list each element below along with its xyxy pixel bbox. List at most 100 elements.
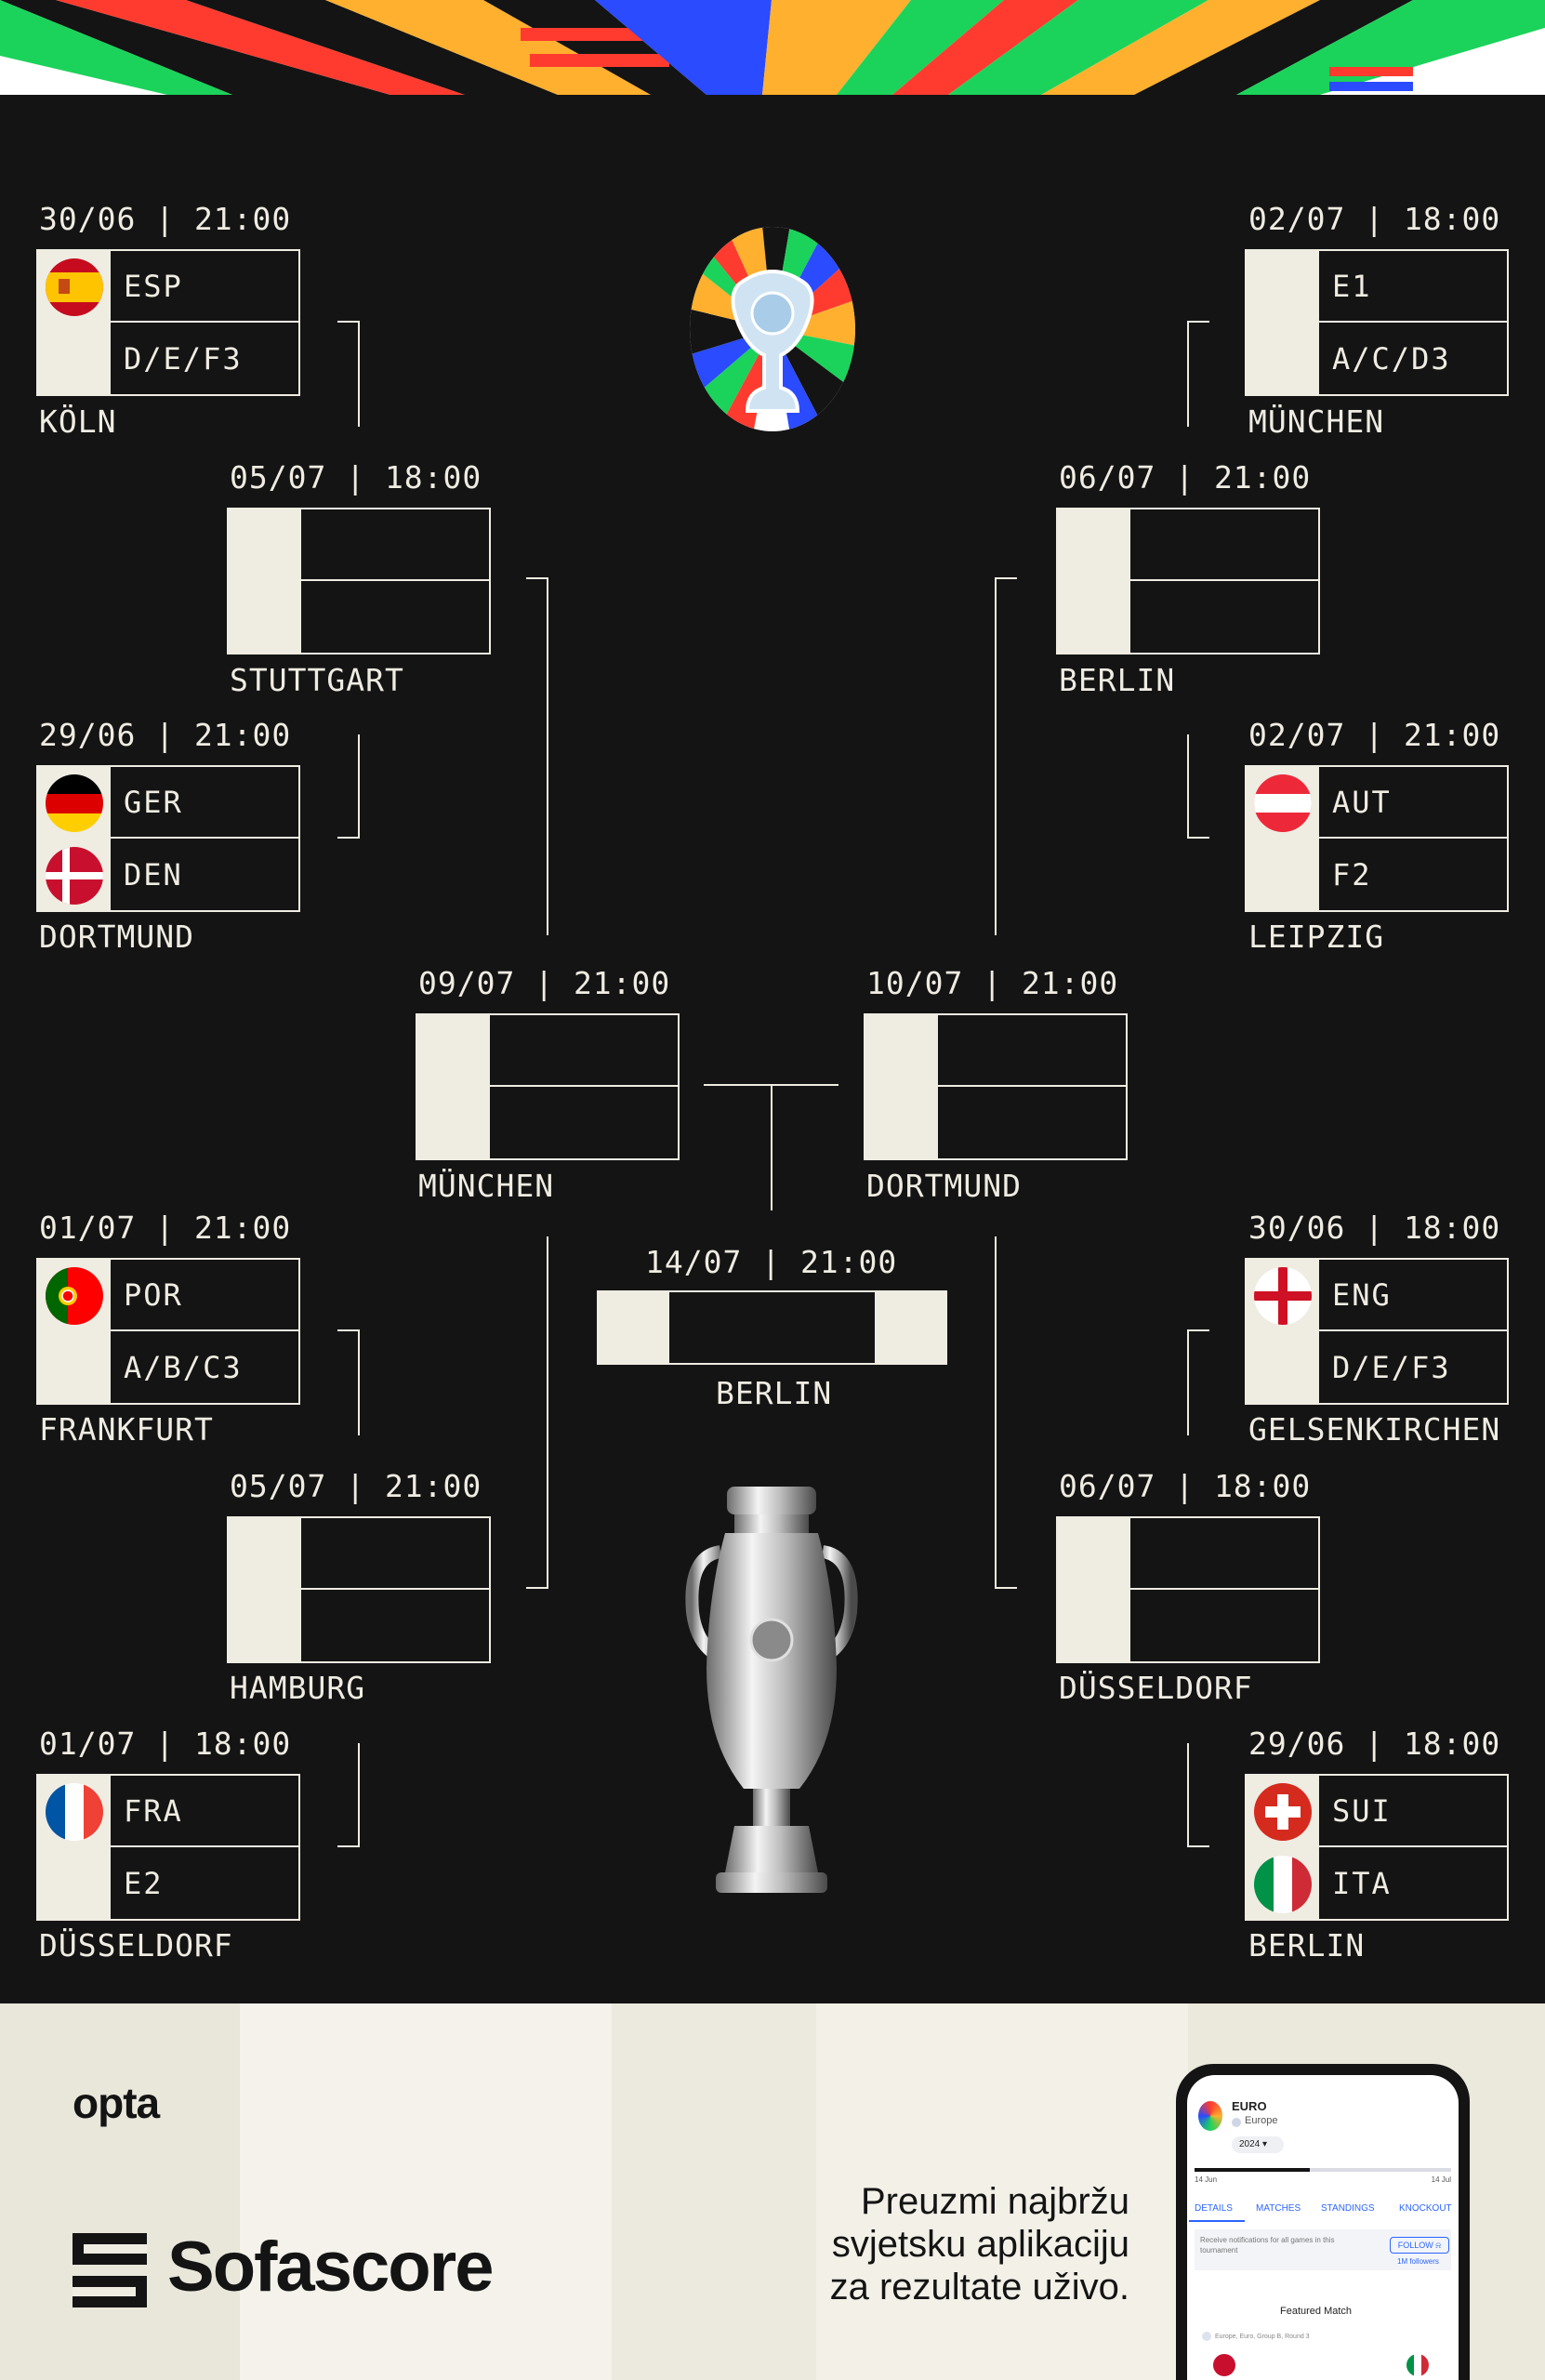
match-card[interactable] [227,508,491,654]
follow-button[interactable]: FOLLOW ⍾ [1390,2237,1449,2254]
match-datetime: 02/07 | 18:00 [1248,201,1501,237]
match-card[interactable] [416,1013,680,1160]
team-name: A/B/C3 [124,1349,243,1385]
connector-r16-8 [1187,1743,1209,1847]
match-card[interactable]: GER DEN [36,765,300,912]
match-datetime: 30/06 | 21:00 [39,201,292,237]
chevron-down-icon: ▾ [1262,2139,1268,2149]
match-card[interactable]: ENG D/E/F3 [1245,1258,1509,1405]
team-name: F2 [1332,856,1372,892]
connector-qf-2 [526,1236,548,1589]
competition-region: Europe [1245,2115,1278,2126]
tab-knockout[interactable]: KNOCKOUT [1399,2203,1452,2214]
denmark-flag-icon [46,847,103,905]
team-name: ESP [124,268,183,304]
match-venue: FRANKFURT [39,1411,214,1448]
match-datetime: 01/07 | 21:00 [39,1210,292,1246]
team-name: E1 [1332,268,1372,304]
sofascore-logo-icon [73,2233,147,2307]
match-card[interactable]: AUT F2 [1245,765,1509,912]
season-progress-track [1195,2168,1451,2172]
match-venue: DÜSSELDORF [39,1927,233,1964]
team-name: GER [124,784,183,820]
match-venue: BERLIN [1248,1927,1366,1964]
match-venue: DORTMUND [866,1168,1022,1204]
final-match-card[interactable] [597,1290,947,1365]
match-datetime: 29/06 | 18:00 [1248,1726,1501,1762]
italy-flag-icon [1254,1856,1312,1913]
notify-text: Receive notifications for all games in t… [1200,2236,1335,2254]
match-card[interactable] [1056,508,1320,654]
match-datetime: 29/06 | 21:00 [39,717,292,753]
knockout-bracket: 30/06 | 21:00 ESP D/E/F3 KÖLN 29/06 | 21… [0,95,1545,2003]
bell-icon: ⍾ [1435,2241,1442,2250]
tab-details[interactable]: DETAILS [1195,2203,1233,2214]
france-flag-icon [46,1783,103,1841]
opta-logo: opta [73,2079,160,2127]
match-datetime: 30/06 | 18:00 [1248,1210,1501,1246]
match-venue: LEIPZIG [1248,919,1385,955]
promo-line: za rezultate uživo. [829,2267,1129,2307]
match-card[interactable]: ESP D/E/F3 [36,249,300,396]
connector-qf-1 [526,577,548,935]
austria-flag-icon [1254,774,1312,832]
promo-line: svjetsku aplikaciju [831,2224,1129,2265]
tab-standings[interactable]: STANDINGS [1321,2203,1375,2214]
match-venue: MÜNCHEN [1248,403,1385,440]
team-name: POR [124,1276,183,1313]
match-card[interactable]: POR A/B/C3 [36,1258,300,1405]
match-datetime: 05/07 | 21:00 [230,1468,482,1504]
euro-2024-logo-icon [690,227,855,431]
notify-panel [1195,2229,1451,2270]
match-card[interactable]: FRA E2 [36,1774,300,1921]
henri-delaunay-trophy-icon [685,1487,858,1893]
season-start-date: 14 Jun [1195,2175,1218,2184]
match-card[interactable]: E1 A/C/D3 [1245,249,1509,396]
match-datetime: 05/07 | 18:00 [230,459,482,496]
match-venue: HAMBURG [230,1670,366,1706]
match-datetime: 01/07 | 18:00 [39,1726,292,1762]
final-venue: BERLIN [716,1375,833,1411]
match-card[interactable]: SUI ITA [1245,1774,1509,1921]
match-venue: DÜSSELDORF [1059,1670,1253,1706]
match-card[interactable] [864,1013,1128,1160]
connector-r16-3 [337,1329,360,1435]
match-venue: DORTMUND [39,919,194,955]
featured-match-meta: Europe, Euro, Group B, Round 3 [1215,2334,1310,2340]
team-name: A/C/D3 [1332,340,1451,377]
team-name: DEN [124,856,183,892]
connector-r16-2 [337,734,360,839]
season-select[interactable]: 2024 ▾ [1232,2136,1284,2153]
match-venue: GELSENKIRCHEN [1248,1411,1501,1448]
team-name: ITA [1332,1865,1392,1901]
top-decorative-stripes [0,0,1545,95]
team-flag-icon [1213,2354,1235,2376]
competition-name: EURO [1232,2099,1267,2113]
team-name: FRA [124,1792,183,1829]
phone-mockup: EURO Europe 2024 ▾ 14 Jun 14 Jul DETAILS… [1176,2064,1470,2380]
spain-flag-icon [46,258,103,316]
match-datetime: 02/07 | 21:00 [1248,717,1501,753]
portugal-flag-icon [46,1267,103,1325]
team-name: SUI [1332,1792,1392,1829]
connector-r16-5 [1187,321,1209,427]
match-card[interactable] [1056,1516,1320,1663]
team-name: D/E/F3 [1332,1349,1451,1385]
match-datetime: 09/07 | 21:00 [418,965,671,1001]
featured-match-title: Featured Match [1280,2306,1353,2317]
connector-final-vertical [771,1084,772,1210]
final-datetime: 14/07 | 21:00 [645,1244,898,1280]
followers-count: 1M followers [1397,2257,1439,2266]
match-venue: STUTTGART [230,662,404,698]
tab-matches[interactable]: MATCHES [1256,2203,1301,2214]
germany-flag-icon [46,774,103,832]
connector-r16-7 [1187,1329,1209,1435]
team-name: E2 [124,1865,164,1901]
euro-mini-logo-icon [1202,2332,1211,2341]
match-card[interactable] [227,1516,491,1663]
match-datetime: 06/07 | 18:00 [1059,1468,1312,1504]
phone-screen: EURO Europe 2024 ▾ 14 Jun 14 Jul DETAILS… [1187,2075,1459,2380]
match-venue: BERLIN [1059,662,1176,698]
connector-r16-4 [337,1743,360,1847]
promo-line: Preuzmi najbržu [860,2181,1129,2222]
